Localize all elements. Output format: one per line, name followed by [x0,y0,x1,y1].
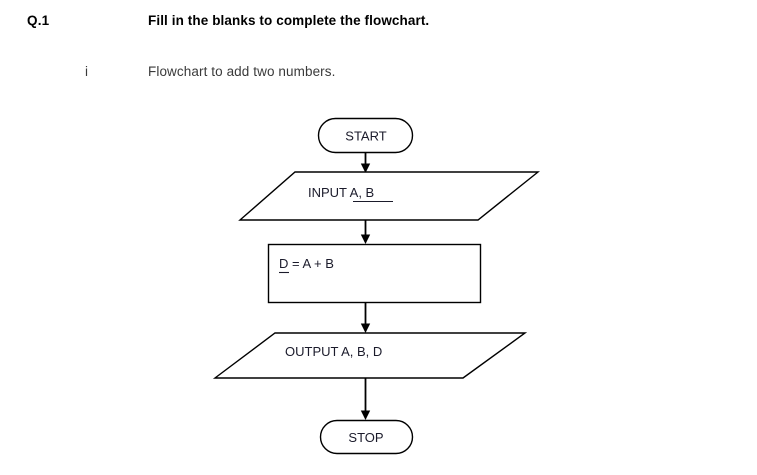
flowchart-node-input: INPUT A, B [238,171,540,221]
sub-question-marker: i [85,64,88,79]
flowchart-node-start: START [317,117,414,154]
question-title: Fill in the blanks to complete the flowc… [148,13,430,28]
flowchart-node-process: D = A + B [267,243,482,304]
terminator-shape-stop [319,419,414,455]
question-number: Q.1 [27,13,50,28]
flowchart-node-start-label: START [345,129,386,144]
connector-start-to-input [360,152,371,173]
connector-input-to-process [360,220,371,244]
io-shape-input [238,171,540,221]
flowchart-node-input-label: INPUT A, B [308,185,374,200]
flowchart-node-output-label: OUTPUT A, B, D [285,344,382,359]
sub-question-text: Flowchart to add two numbers. [148,64,336,79]
flowchart-node-stop-label: STOP [348,430,383,445]
connector-output-to-stop [360,378,371,420]
io-shape-output [212,332,528,379]
flowchart-node-stop: STOP [319,419,414,455]
process-shape [267,243,482,304]
flowchart-node-process-label: D = A + B [279,256,334,271]
connector-process-to-output [360,302,371,333]
flowchart-node-output: OUTPUT A, B, D [212,332,528,379]
